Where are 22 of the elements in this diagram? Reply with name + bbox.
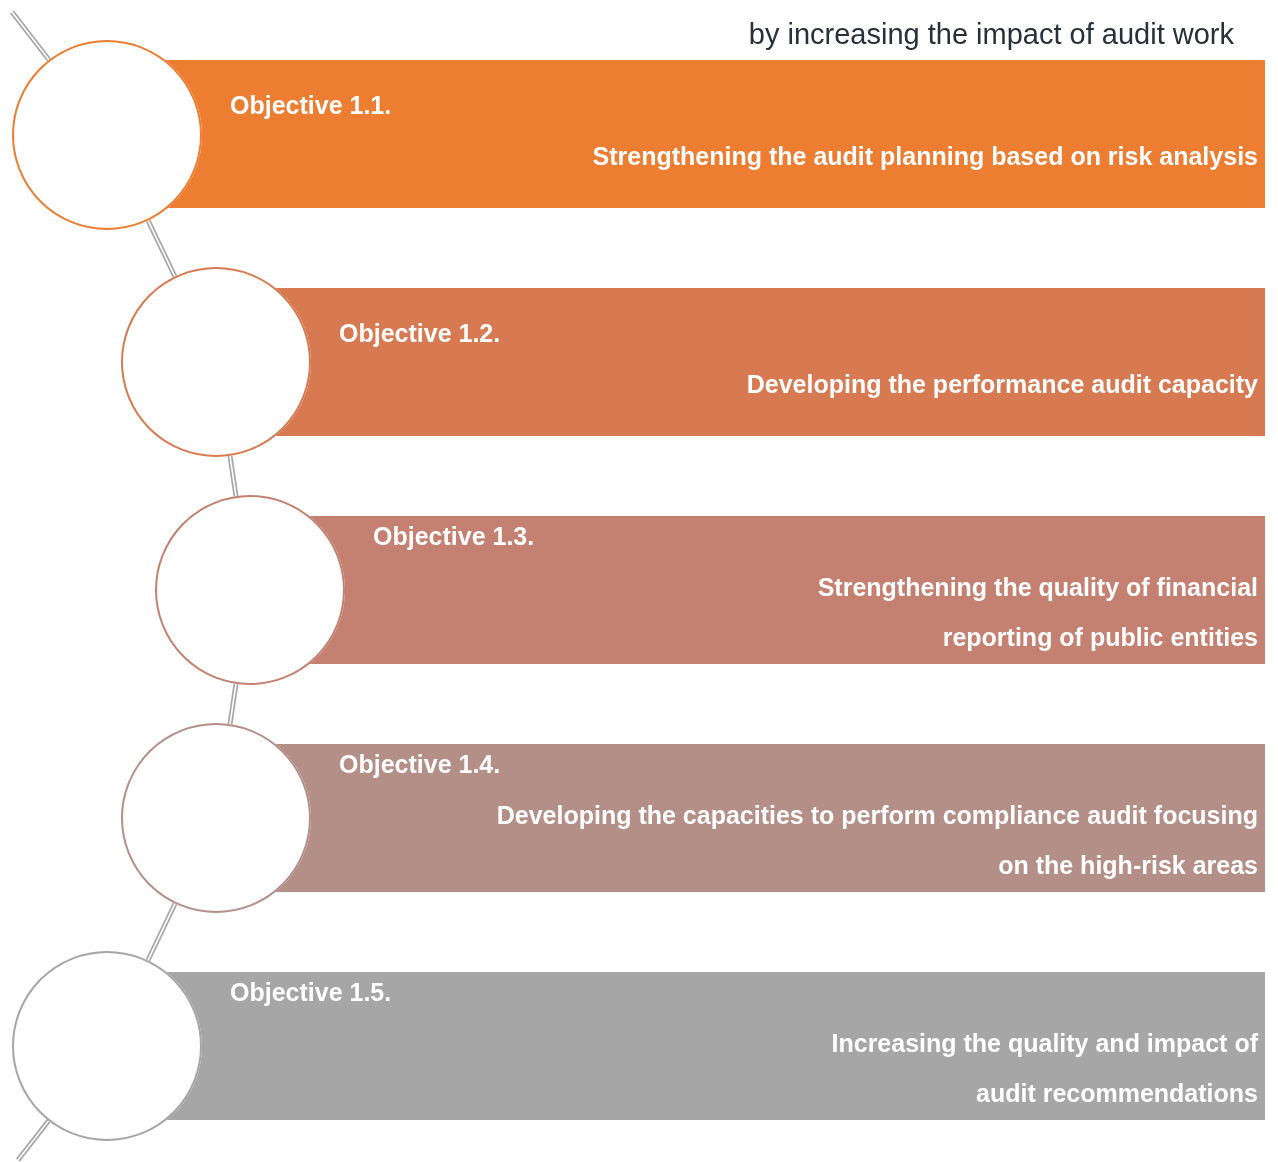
connector-line	[16, 1119, 51, 1162]
objective-description: Developing the capacities to perform compliance audit focusing on the high-risk areas	[495, 800, 1259, 881]
objective-band	[275, 288, 1265, 436]
objective-description: Strengthening the audit planning based on risk analysis	[592, 141, 1259, 172]
objective-heading: Objective 1.4.	[339, 749, 501, 780]
objective-band	[275, 744, 1265, 892]
connector-line	[145, 219, 178, 278]
objective-description: Increasing the quality and impact of audit recommendations	[830, 1028, 1259, 1109]
objective-description: Developing the performance audit capacity	[746, 369, 1259, 400]
title: by increasing the impact of audit work	[748, 17, 1234, 52]
objective-band	[309, 516, 1265, 664]
connector-line	[227, 683, 239, 725]
objective-description: Strengthening the quality of financial reporting of public entities	[816, 572, 1259, 653]
connector-line	[10, 10, 51, 62]
objective-heading: Objective 1.2.	[339, 318, 501, 349]
connector-line	[227, 455, 239, 497]
objective-heading: Objective 1.3.	[373, 521, 535, 552]
objective-band	[165, 60, 1265, 208]
objective-band	[166, 972, 1265, 1120]
objective-heading: Objective 1.1.	[230, 90, 392, 121]
connector-line	[145, 902, 178, 962]
objective-heading: Objective 1.5.	[230, 977, 392, 1008]
